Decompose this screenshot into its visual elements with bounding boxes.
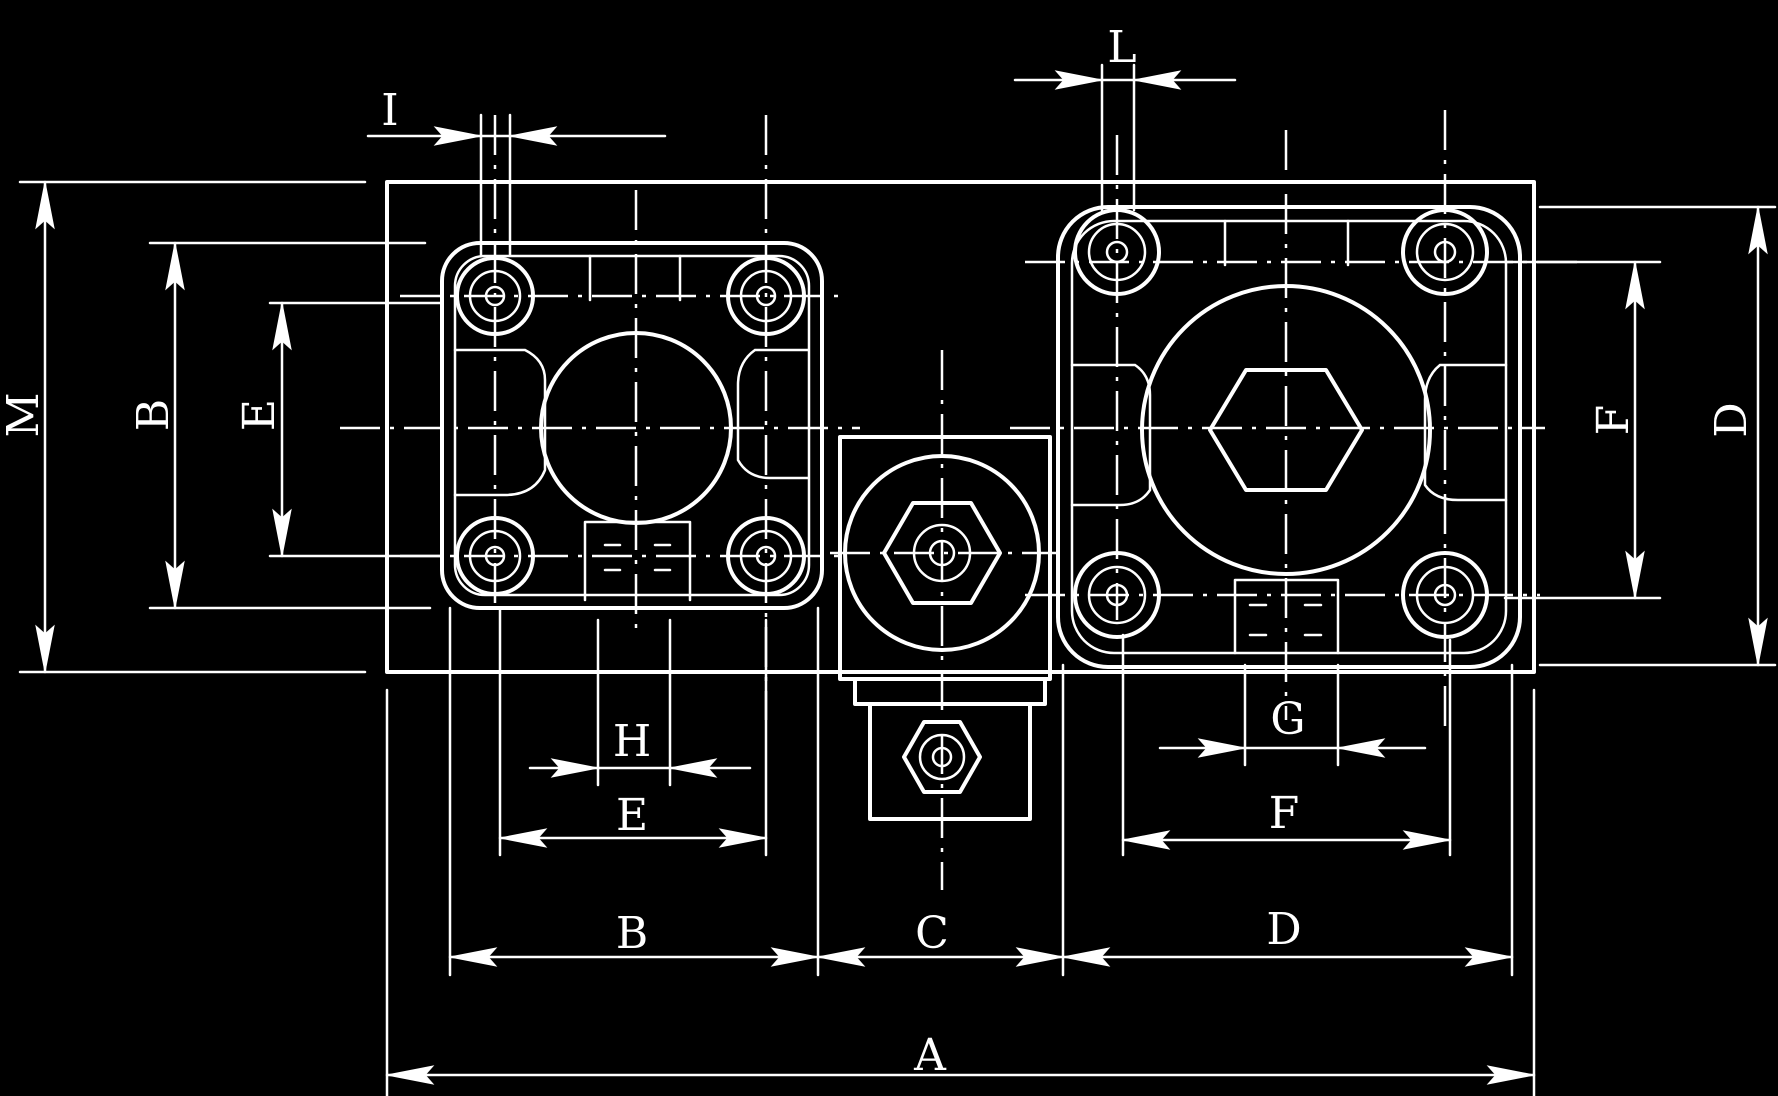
dimension-c: C [816,908,1065,967]
dimension-d-horizontal: D [1061,904,1514,967]
dimension-e-vertical: E [234,301,292,558]
center-lines [340,110,1580,890]
extension-lines [18,63,1777,1096]
dimension-a: A [385,1030,1536,1085]
dimension-d-vertical-label: D [1706,402,1757,437]
center-valve-block [838,435,1052,821]
dimension-b-vertical: B [128,241,185,610]
dimension-c-label: C [915,908,949,959]
dimension-f-vertical: F [1588,260,1645,600]
dimension-b-vertical-label: B [128,399,179,431]
dimension-f-label: F [1269,788,1300,839]
dimension-l-label: L [1107,22,1136,73]
dimension-b-horizontal: B [448,908,820,967]
left-flange-block [440,241,824,610]
dimension-e-vertical-label: E [234,399,285,431]
dimension-i: I [366,85,667,146]
dimension-d-label: D [1266,904,1301,955]
dimension-e-horizontal: E [498,790,768,848]
dimension-d-vertical: D [1706,205,1768,667]
dimension-h-label: H [613,716,651,767]
dimension-m-label: M [0,392,49,437]
dimension-g: G [1158,694,1427,758]
right-flange-block [1056,205,1522,669]
dimension-h: H [528,716,752,778]
dimension-g-label: G [1270,694,1305,745]
dimension-l: L [1013,22,1237,90]
dimension-a-label: A [913,1030,947,1081]
dimension-f-horizontal: F [1121,788,1452,850]
dimension-m: M [0,180,55,674]
dimension-e-label: E [616,790,648,841]
dimension-f-vertical-label: F [1588,405,1639,436]
dimension-i-label: I [381,85,398,136]
dimension-b-label: B [616,908,648,959]
